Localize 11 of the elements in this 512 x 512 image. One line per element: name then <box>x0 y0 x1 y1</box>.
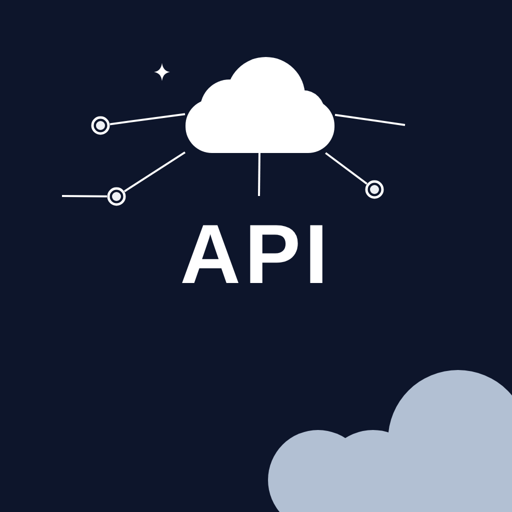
connection-node <box>365 180 384 199</box>
connector-line <box>325 152 368 185</box>
connector-line <box>62 195 108 198</box>
title: API <box>180 212 332 296</box>
cloud-shape <box>185 55 335 153</box>
connector-line <box>258 152 260 196</box>
connector-line <box>334 114 406 126</box>
connector-line <box>124 152 186 192</box>
connection-node <box>107 187 126 206</box>
connector-line <box>110 113 186 126</box>
connection-node <box>91 116 110 135</box>
